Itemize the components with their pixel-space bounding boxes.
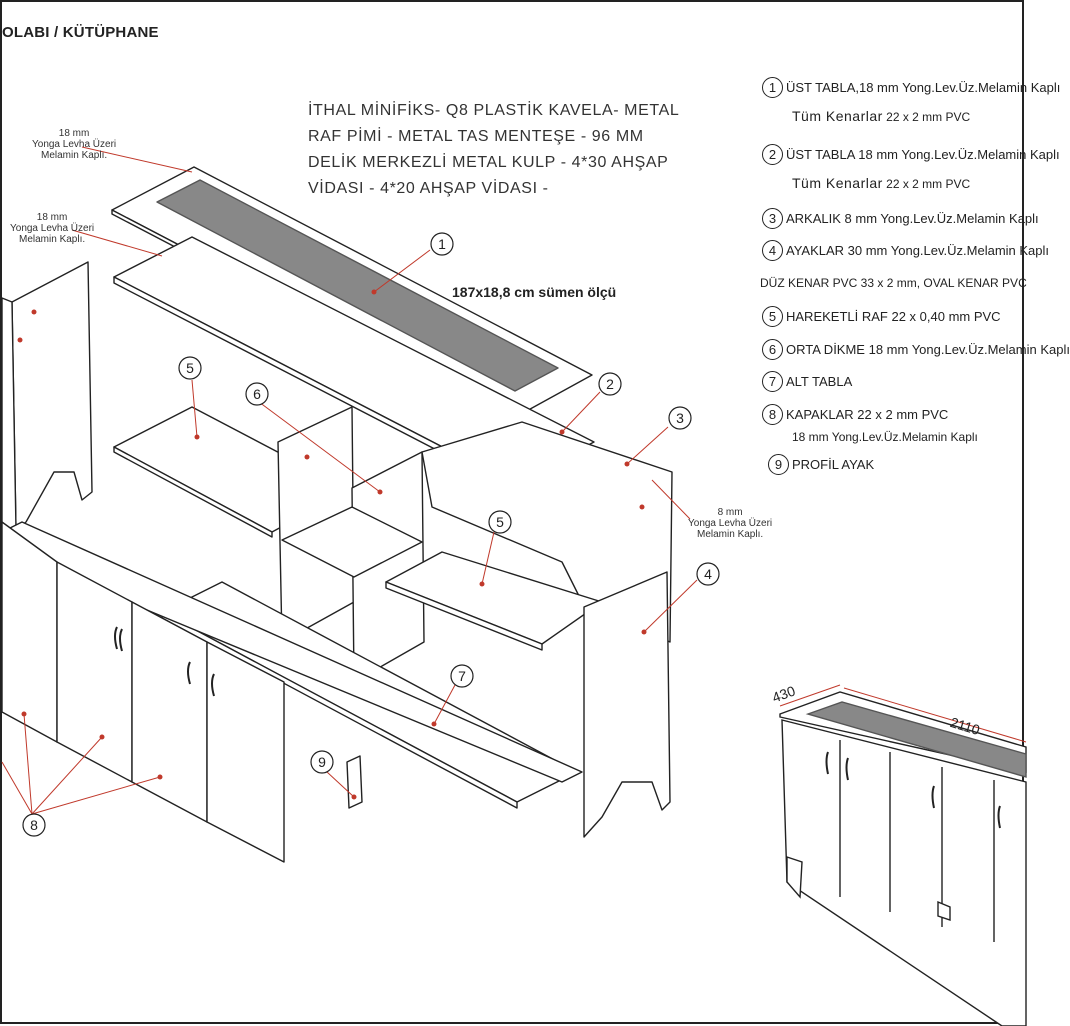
svg-text:5: 5 [496, 514, 504, 530]
left-side-panel [11, 261, 93, 531]
profile-foot [346, 755, 363, 809]
door-handles [114, 626, 215, 697]
callout-8: 8 [22, 813, 46, 837]
svg-text:9: 9 [318, 754, 326, 770]
shelf-left-edge [113, 446, 273, 538]
legend-doors-sub: 18 mm Yong.Lev.Üz.Melamin Kaplı [792, 430, 978, 444]
leader-lines [1, 146, 698, 815]
assembled-handles [825, 751, 1001, 829]
desk-pad [156, 179, 559, 392]
svg-text:1: 1 [438, 236, 446, 252]
assembled-pad [805, 701, 1027, 778]
callout-5-left: 5 [178, 356, 202, 380]
callout-5-right: 5 [488, 510, 512, 534]
svg-text:5: 5 [186, 360, 194, 376]
callout-1: 1 [430, 232, 454, 256]
svg-text:2: 2 [606, 376, 614, 392]
callout-9: 9 [310, 750, 334, 774]
svg-text:3: 3 [676, 410, 684, 426]
right-leg-panel [583, 571, 671, 838]
callout-3: 3 [668, 406, 692, 430]
svg-text:4: 4 [704, 566, 712, 582]
shelf-right-edge [385, 581, 543, 651]
assembled-foot [937, 900, 951, 921]
svg-text:8: 8 [30, 817, 38, 833]
legend-sub-1: Tüm Kenarlar 22 x 2 mm PVC [792, 108, 971, 124]
middle-shelf [281, 506, 423, 578]
page-title: OLABI / KÜTÜPHANE [2, 24, 159, 41]
legend-edge-note: DÜZ KENAR PVC 33 x 2 mm, OVAL KENAR PVC [760, 276, 1027, 290]
svg-text:6: 6 [253, 386, 261, 402]
door-4 [206, 641, 285, 863]
middle-upright-right [351, 451, 425, 683]
callout-4: 4 [696, 562, 720, 586]
legend-sub-2: Tüm Kenarlar 22 x 2 mm PVC [792, 175, 971, 191]
callout-2: 2 [598, 372, 622, 396]
desk-pad-size-note: 187x18,8 cm sümen ölçü [452, 284, 617, 300]
assembled-view [779, 691, 1027, 1026]
assembled-leg [786, 856, 803, 899]
callout-7: 7 [450, 664, 474, 688]
leader-dots [17, 289, 647, 800]
hardware-list: İTHAL MİNİFİKS- Q8 PLASTİK KAVELA- METAL… [308, 102, 680, 197]
assembled-body [781, 719, 1027, 1026]
dimension-lines [779, 684, 1027, 743]
callout-6: 6 [245, 382, 269, 406]
exploded-view-drawing: 1 2 3 4 5 6 5 7 8 9 [1, 146, 1027, 1026]
svg-text:7: 7 [458, 668, 466, 684]
